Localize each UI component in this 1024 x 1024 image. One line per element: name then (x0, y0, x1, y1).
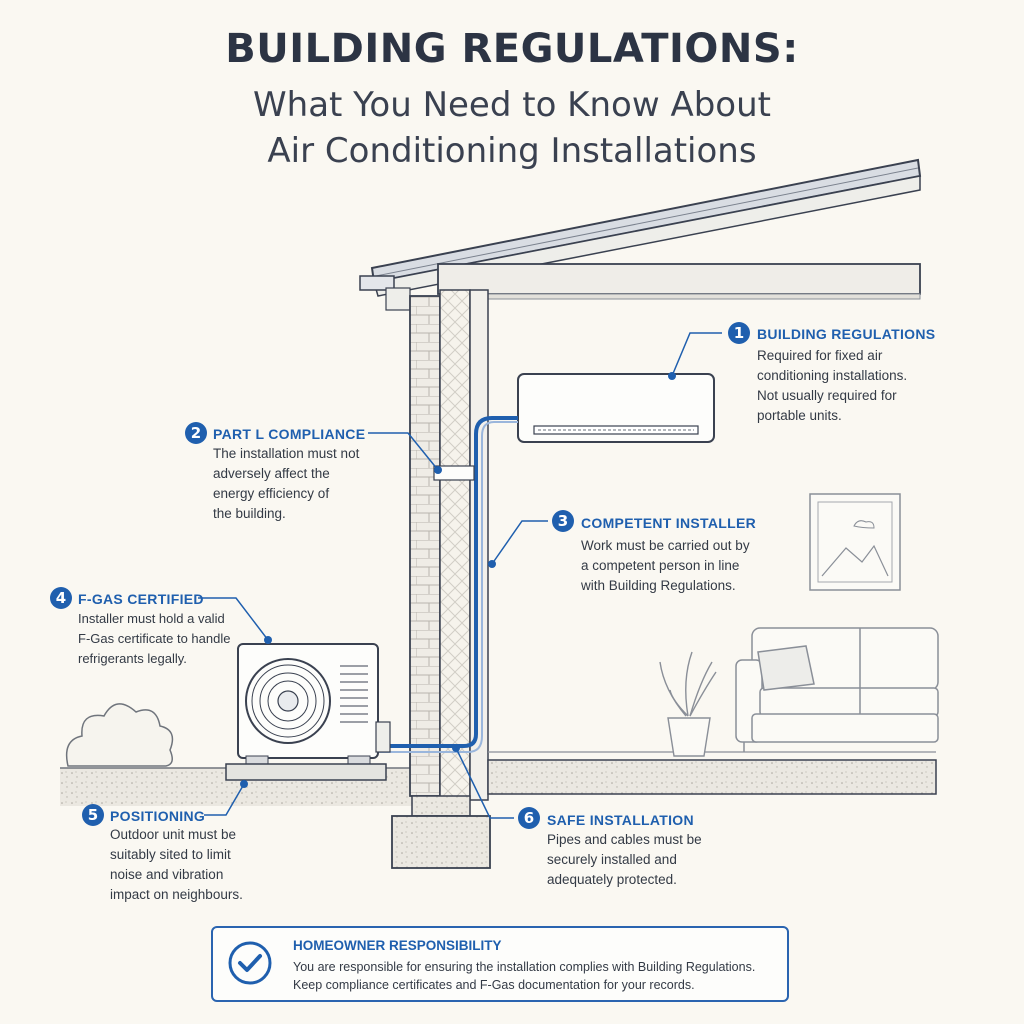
page-title: BUILDING REGULATIONS: (225, 26, 799, 72)
callout-title: PART L COMPLIANCE (213, 426, 366, 442)
callout-line: the building. (213, 506, 286, 521)
homeowner-responsibility-box: HOMEOWNER RESPONSIBILITY You are respons… (211, 926, 789, 1002)
check-icon (228, 941, 272, 985)
callout-title: F-GAS CERTIFIED (78, 591, 204, 607)
callout-line: The installation must not (213, 446, 360, 461)
callout-line: suitably sited to limit (110, 847, 231, 862)
callout-line: Installer must hold a valid (78, 611, 225, 626)
responsibility-title: HOMEOWNER RESPONSIBILITY (293, 938, 502, 953)
callout-line: securely installed and (547, 852, 677, 867)
responsibility-line-2: Keep compliance certificates and F-Gas d… (293, 978, 695, 992)
callout-body: The installation must not adversely affe… (213, 444, 359, 524)
callout-number: 6 (518, 807, 540, 829)
callout-line: Work must be carried out by (581, 538, 750, 553)
callout-line: conditioning installations. (757, 368, 908, 383)
callout-line: F-Gas certificate to handle (78, 631, 231, 646)
callout-line: Required for fixed air (757, 348, 883, 363)
mountain-picture-icon (809, 493, 901, 591)
callout-line: portable units. (757, 408, 842, 423)
callout-line: Outdoor unit must be (110, 827, 237, 842)
callout-leaders (198, 332, 722, 819)
callout-line: adversely affect the (213, 466, 330, 481)
shrub (65, 703, 174, 767)
callout-number: 2 (185, 422, 207, 444)
callout-number: 3 (552, 510, 574, 532)
callout-title: POSITIONING (110, 808, 206, 824)
plant-icon (659, 651, 717, 757)
callout-body: Work must be carried out by a competent … (581, 536, 750, 596)
callout-body: Pipes and cables must be securely instal… (547, 830, 702, 890)
brick-wall (409, 295, 441, 797)
callout-number: 5 (82, 804, 104, 826)
sofa (735, 627, 939, 752)
callout-number: 1 (728, 322, 750, 344)
callout-body: Installer must hold a valid F-Gas certif… (78, 609, 230, 669)
callout-title: SAFE INSTALLATION (547, 812, 694, 828)
page-subtitle: What You Need to Know About Air Conditio… (0, 82, 1024, 174)
callout-line: Pipes and cables must be (547, 832, 702, 847)
ceiling (437, 263, 921, 295)
refrigerant-pipes (376, 416, 518, 753)
callout-line: a competent person in line (581, 558, 740, 573)
wall-insulation (439, 289, 471, 801)
indoor-ac-unit (517, 373, 715, 443)
callout-title: COMPETENT INSTALLER (581, 515, 756, 531)
floor (487, 759, 937, 795)
callout-line: noise and vibration (110, 867, 224, 882)
callout-line: impact on neighbours. (110, 887, 243, 902)
callout-line: refrigerants legally. (78, 651, 187, 666)
callout-line: Not usually required for (757, 388, 897, 403)
callout-body: Outdoor unit must be suitably sited to l… (110, 825, 243, 905)
subtitle-line-2: Air Conditioning Installations (267, 131, 757, 171)
callout-line: energy efficiency of (213, 486, 330, 501)
callout-body: Required for fixed air conditioning inst… (757, 346, 907, 426)
subtitle-line-1: What You Need to Know About (253, 85, 771, 125)
callout-title: BUILDING REGULATIONS (757, 326, 936, 342)
callout-line: with Building Regulations. (581, 578, 736, 593)
outdoor-ac-unit (225, 643, 391, 781)
responsibility-line-1: You are responsible for ensuring the ins… (293, 960, 756, 974)
callout-line: adequately protected. (547, 872, 677, 887)
callout-number: 4 (50, 587, 72, 609)
foundation (391, 795, 491, 869)
